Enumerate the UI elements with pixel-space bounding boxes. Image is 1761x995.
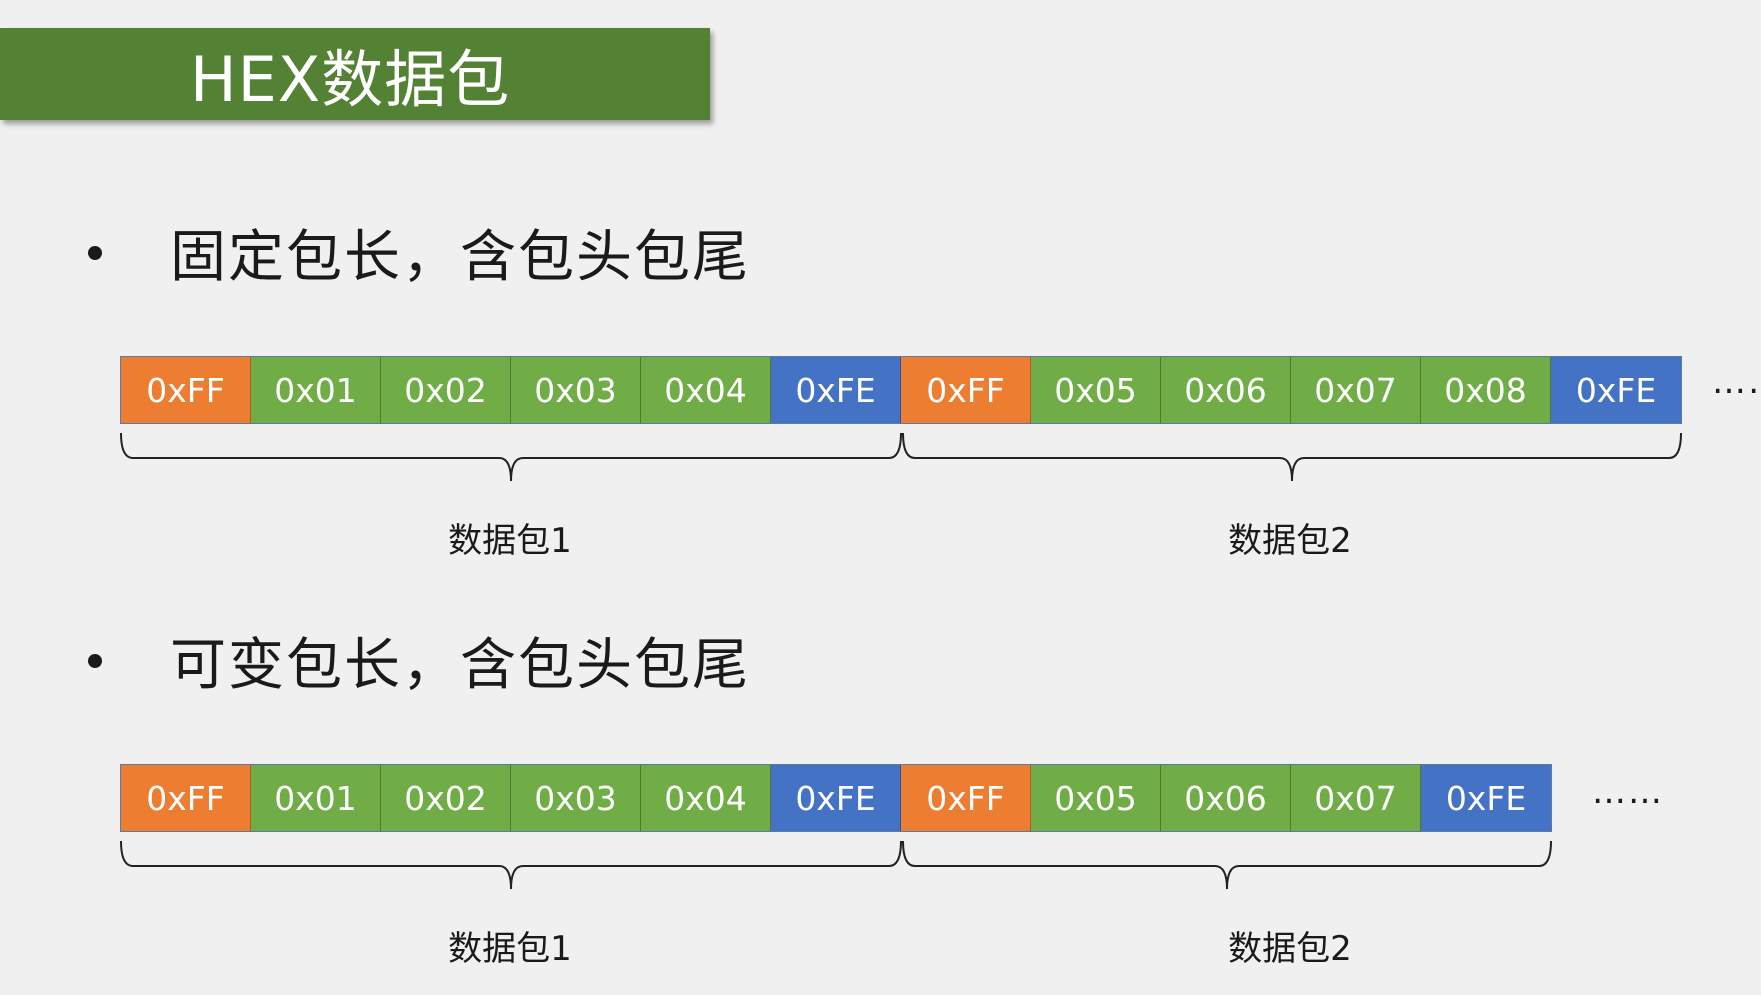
byte-cell-body: 0x01 [251, 357, 381, 423]
byte-cell-body: 0x05 [1031, 357, 1161, 423]
byte-cell-body: 0x02 [381, 357, 511, 423]
byte-cell-body: 0x04 [641, 357, 771, 423]
page-title: HEX数据包 [190, 43, 511, 116]
continuation-ellipsis: …… [1592, 772, 1664, 812]
byte-cell-body: 0x08 [1421, 357, 1551, 423]
byte-cell-body: 0x05 [1031, 765, 1161, 831]
byte-cell-body: 0x03 [511, 765, 641, 831]
bullet-dot [88, 653, 102, 668]
packet-brackets-variable [120, 840, 1552, 890]
byte-cell-tail: 0xFE [771, 765, 901, 831]
byte-cell-body: 0x06 [1161, 357, 1291, 423]
continuation-ellipsis: …… [1712, 362, 1761, 402]
byte-cell-head: 0xFF [901, 765, 1031, 831]
byte-cell-tail: 0xFE [771, 357, 901, 423]
byte-cell-head: 0xFF [121, 765, 251, 831]
byte-cell-tail: 0xFE [1421, 765, 1551, 831]
packet-2-brace [902, 432, 1682, 482]
byte-cell-body: 0x03 [511, 357, 641, 423]
packet-label-1: 数据包1 [448, 929, 572, 969]
bullet-fixed-length: 固定包长，含包头包尾 [88, 212, 750, 293]
byte-cell-body: 0x07 [1291, 357, 1421, 423]
packet-label-2: 数据包2 [1228, 929, 1352, 969]
packet-1-brace [120, 432, 902, 482]
packet-2-brace [902, 840, 1552, 890]
page-title-banner: HEX数据包 [0, 28, 710, 120]
byte-cell-body: 0x04 [641, 765, 771, 831]
byte-cell-body: 0x07 [1291, 765, 1421, 831]
bullet-dot [88, 245, 102, 260]
bullet-text: 固定包长，含包头包尾 [170, 225, 750, 290]
packet-brackets-fixed [120, 432, 1682, 482]
packet-label-2: 数据包2 [1228, 521, 1352, 561]
byte-cell-body: 0x01 [251, 765, 381, 831]
packet-1-brace [120, 840, 902, 890]
byte-cell-head: 0xFF [901, 357, 1031, 423]
bullet-text: 可变包长，含包头包尾 [170, 633, 750, 698]
byte-cell-body: 0x06 [1161, 765, 1291, 831]
byte-cell-body: 0x02 [381, 765, 511, 831]
packet-label-1: 数据包1 [448, 521, 572, 561]
byte-cell-tail: 0xFE [1551, 357, 1681, 423]
bullet-variable-length: 可变包长，含包头包尾 [88, 620, 750, 701]
byte-cell-head: 0xFF [121, 357, 251, 423]
